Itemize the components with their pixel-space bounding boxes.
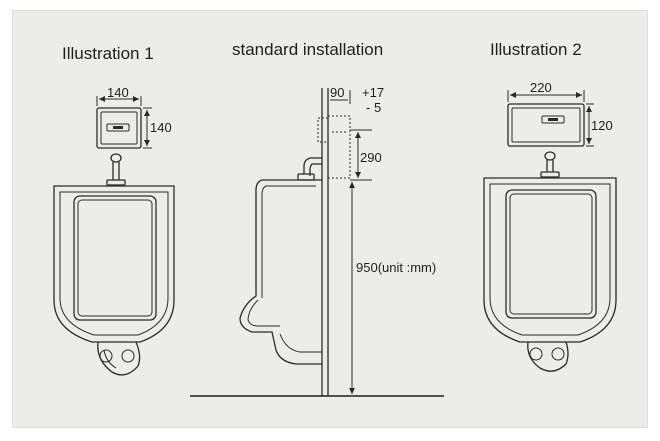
title-illustration-1: Illustration 1 (62, 44, 154, 63)
wall-section (321, 88, 329, 396)
sensor-height-dimension: 290 (350, 129, 382, 181)
sensor-panel-wide (507, 103, 585, 147)
width-label-2: 220 (530, 80, 552, 95)
tolerance-plus-label: +17 (362, 85, 384, 100)
height-label-2: 120 (591, 118, 613, 133)
flush-valve-1 (106, 153, 126, 186)
drawing-panel (12, 10, 648, 428)
sensor-panel-square (96, 107, 142, 149)
height-label-1: 140 (150, 120, 172, 135)
title-illustration-2: Illustration 2 (490, 40, 582, 59)
illustration-1: 140 140 (53, 85, 175, 376)
urinal-body-2 (483, 177, 617, 372)
tolerance-minus-label: - 5 (366, 100, 381, 115)
depth-label: 90 (330, 85, 344, 100)
height-dimension-2: 120 (586, 103, 613, 147)
mounting-height-label: 950(unit :mm) (356, 260, 436, 275)
height-dimension-1: 140 (143, 107, 172, 149)
sensor-height-label: 290 (360, 150, 382, 165)
urinal-side-profile (239, 179, 322, 365)
mounting-height-dimension: 950(unit :mm) (349, 182, 436, 394)
illustration-2: 220 120 (483, 80, 617, 372)
standard-installation: 90 +17 - 5 290 950(unit :mm) (190, 85, 444, 397)
flush-pipe-side (297, 157, 322, 181)
urinal-body-1 (53, 185, 175, 376)
width-dimension-2: 220 (507, 80, 585, 102)
title-standard-installation: standard installation (232, 40, 383, 59)
width-label-1: 140 (107, 85, 129, 100)
sensor-box-dashed (317, 115, 351, 179)
width-dimension-1: 140 (96, 85, 142, 106)
flush-valve-2 (540, 151, 560, 178)
depth-dimension: 90 +17 - 5 (327, 85, 384, 115)
